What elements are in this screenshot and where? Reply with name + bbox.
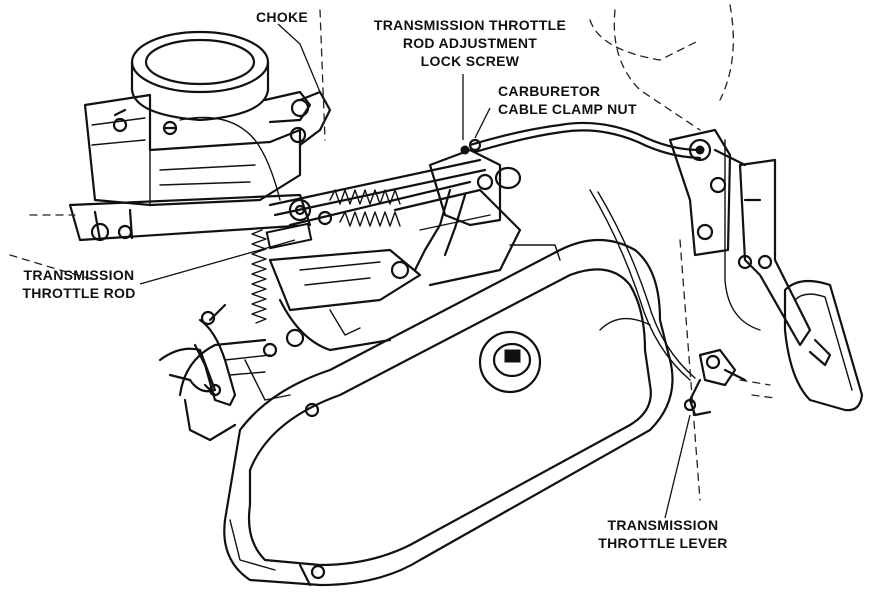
intake-manifold bbox=[178, 188, 561, 442]
transmission-throttle-lever bbox=[683, 348, 747, 417]
background-outline bbox=[9, 4, 776, 501]
label-choke: CHOKE bbox=[256, 8, 308, 26]
label-lock-screw-line-2: ROD ADJUSTMENT bbox=[402, 35, 538, 51]
label-throttle-lever-line-1: TRANSMISSION bbox=[607, 517, 719, 533]
leader-lines bbox=[139, 23, 691, 519]
label-clamp-nut-line-1: CARBURETOR bbox=[498, 83, 601, 99]
label-throttle-lever: TRANSMISSION THROTTLE LEVER bbox=[588, 516, 738, 552]
label-clamp-nut-line-2: CABLE CLAMP NUT bbox=[498, 101, 637, 117]
label-lock-screw-line-1: TRANSMISSION THROTTLE bbox=[373, 17, 567, 33]
label-adjustment-lock-screw: TRANSMISSION THROTTLE ROD ADJUSTMENT LOC… bbox=[360, 16, 580, 70]
label-lock-screw-line-3: LOCK SCREW bbox=[420, 53, 520, 69]
label-throttle-rod-line-2: THROTTLE ROD bbox=[22, 285, 136, 301]
throttle-linkage bbox=[158, 138, 522, 407]
carburetor bbox=[68, 30, 332, 242]
throttle-cable bbox=[468, 121, 702, 381]
accelerator-pedal bbox=[668, 128, 864, 412]
label-cable-clamp-nut: CARBURETOR CABLE CLAMP NUT bbox=[498, 82, 637, 118]
label-throttle-rod: TRANSMISSION THROTTLE ROD bbox=[14, 266, 144, 302]
label-throttle-rod-line-1: TRANSMISSION bbox=[23, 267, 135, 283]
label-choke-line-1: CHOKE bbox=[256, 9, 309, 25]
label-throttle-lever-line-2: THROTTLE LEVER bbox=[598, 535, 728, 551]
